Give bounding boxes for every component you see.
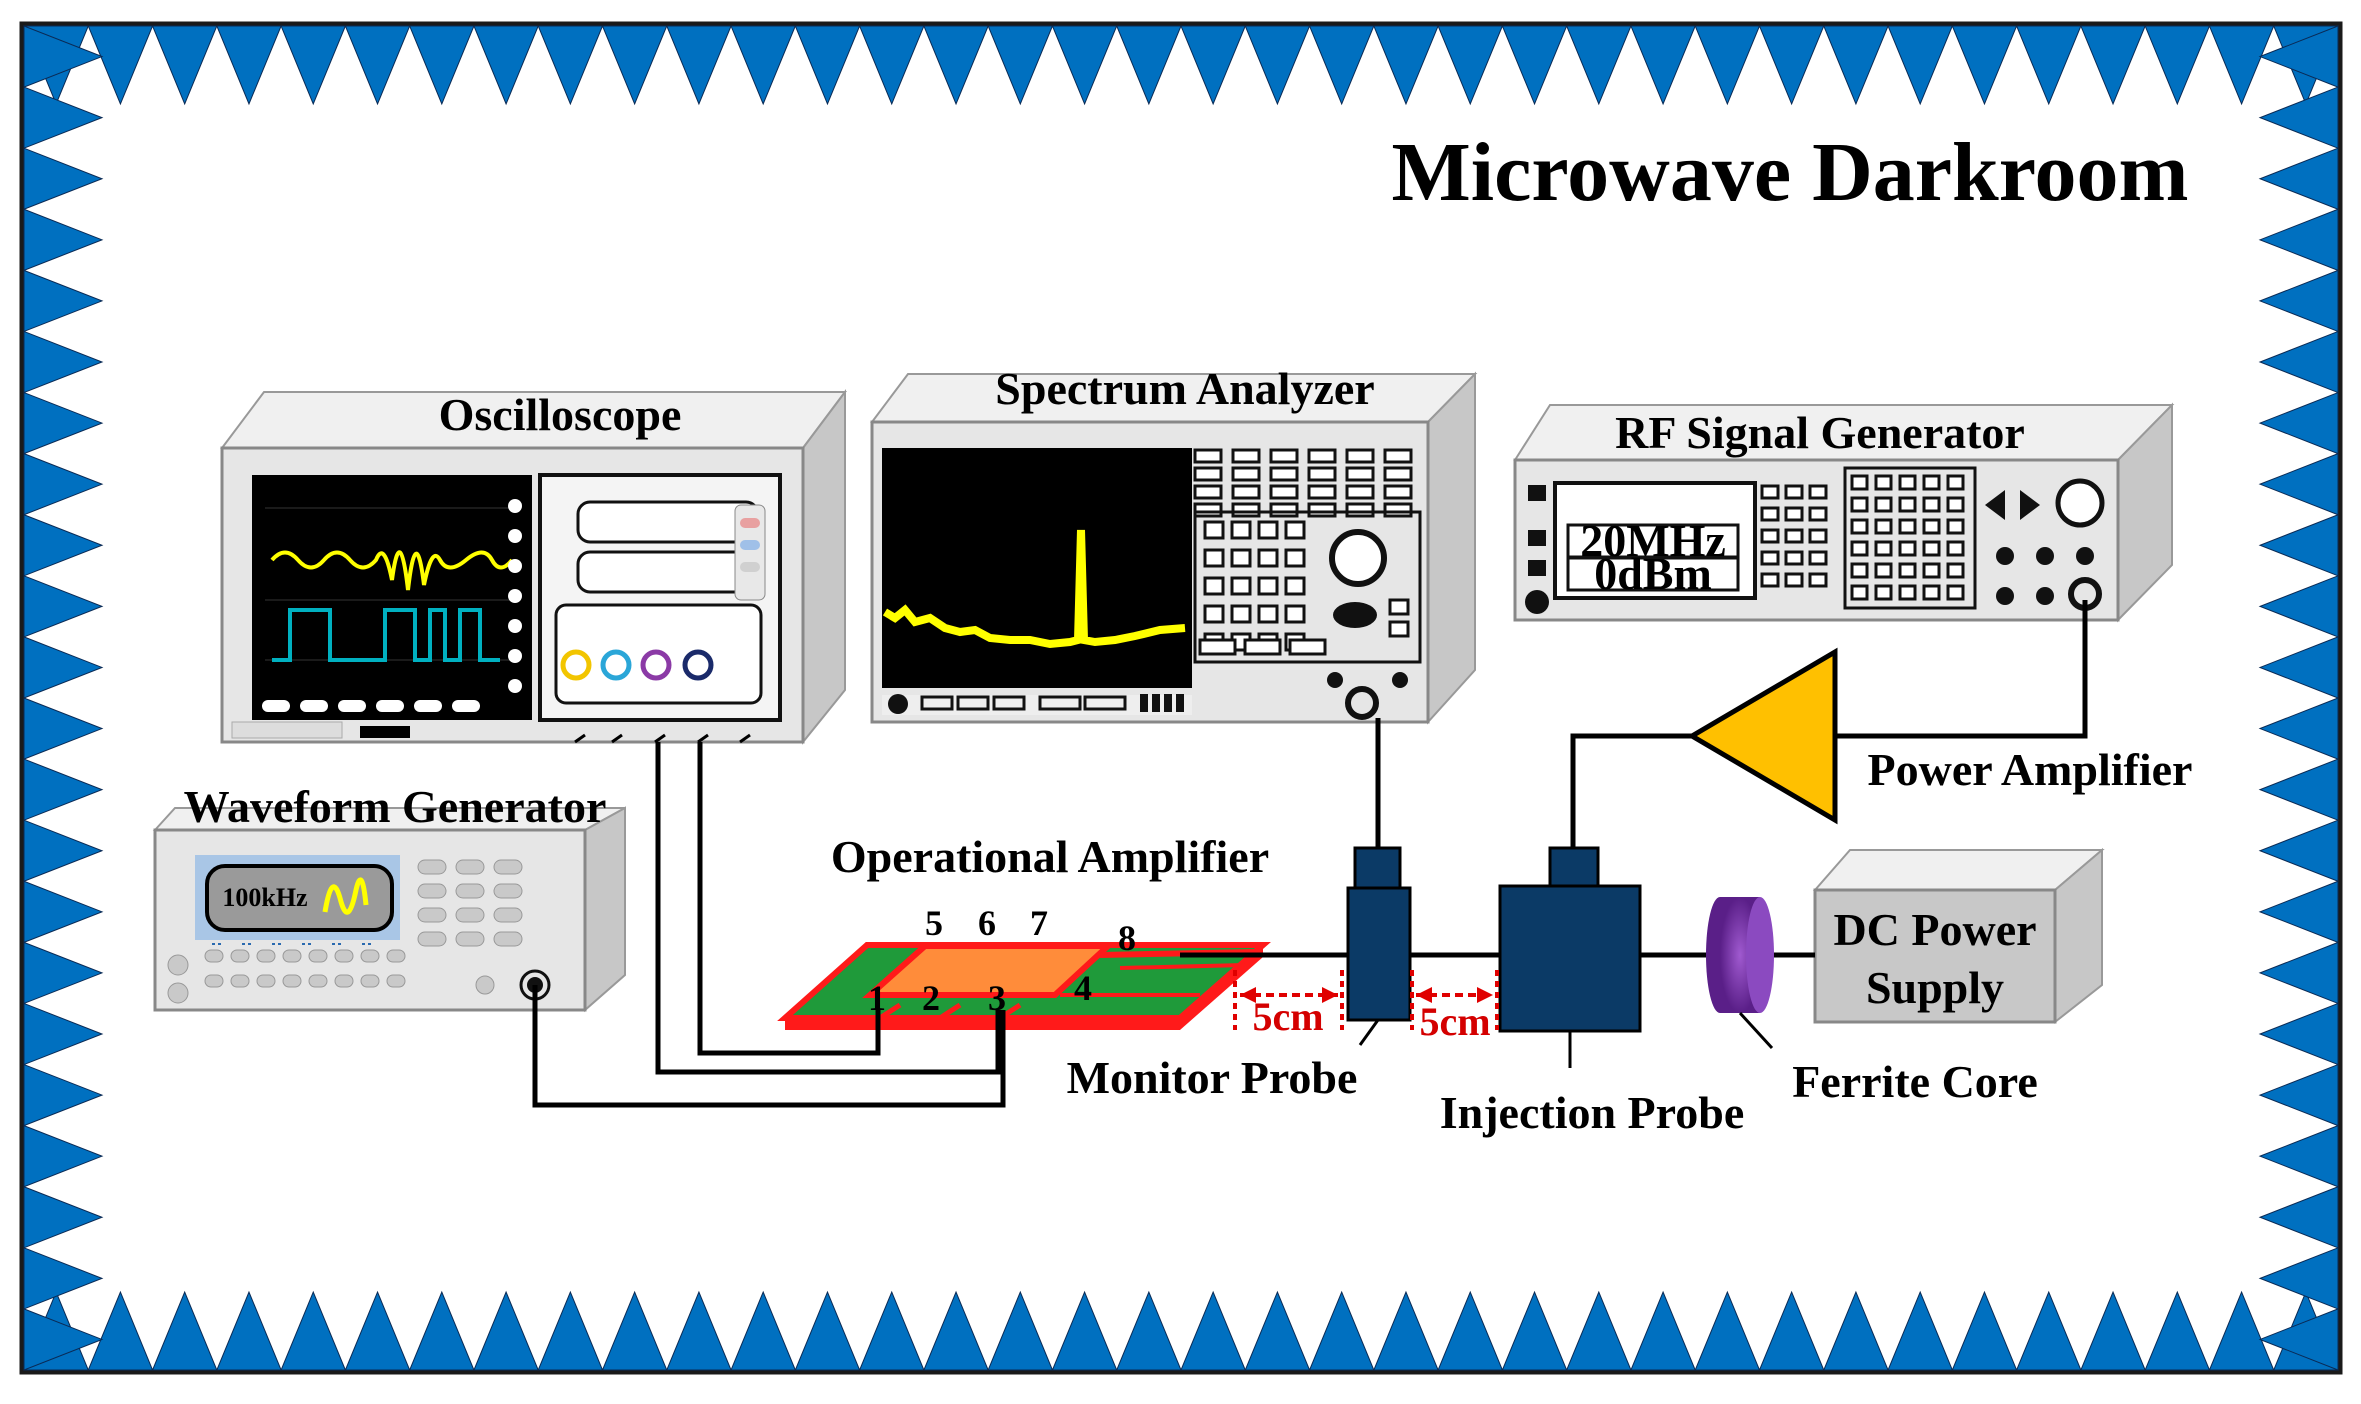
waveform-frequency-readout: 100kHz bbox=[222, 883, 307, 912]
distance-monitor-to-injection: 5cm bbox=[1419, 999, 1490, 1044]
waveform-keypad bbox=[167, 859, 523, 1004]
absorber-border bbox=[23, 25, 2339, 1371]
spectrum-analyzer-label: Spectrum Analyzer bbox=[995, 363, 1374, 414]
rf-signal-generator: 20MHz 0dBm bbox=[1513, 402, 2175, 623]
pin-2: 2 bbox=[922, 978, 940, 1018]
distance-markers bbox=[1233, 970, 1499, 1030]
pin-8: 8 bbox=[1118, 918, 1136, 958]
monitor-probe-label: Monitor Probe bbox=[1067, 1052, 1358, 1103]
waveform-generator-label: Waveform Generator bbox=[184, 781, 607, 832]
waveform-generator: 100kHz bbox=[152, 806, 626, 1013]
rf-power-readout: 0dBm bbox=[1594, 548, 1712, 599]
opamp-chip bbox=[862, 943, 1116, 998]
oscilloscope-label: Oscilloscope bbox=[439, 389, 682, 440]
spectrum-analyzer bbox=[870, 371, 1478, 725]
cables bbox=[532, 600, 2088, 1108]
ferrite-core-label: Ferrite Core bbox=[1792, 1056, 2038, 1107]
rf-keypad bbox=[1760, 466, 1977, 610]
rf-frequency-readout: 20MHz bbox=[1580, 515, 1726, 566]
injection-probe bbox=[1498, 846, 1642, 1033]
dc-power-supply-label-line2: Supply bbox=[1866, 962, 2004, 1013]
power-amplifier-label: Power Amplifier bbox=[1868, 744, 2193, 795]
pin-4: 4 bbox=[1074, 968, 1092, 1008]
pin-6: 6 bbox=[978, 903, 996, 943]
spectrum-keypad bbox=[1193, 448, 1422, 664]
spectrum-trace bbox=[882, 529, 1186, 649]
pin-5: 5 bbox=[925, 903, 943, 943]
opamp-pcb bbox=[777, 942, 1271, 1030]
scope-trace-cyan bbox=[272, 608, 500, 662]
operational-amplifier-label: Operational Amplifier bbox=[831, 831, 1269, 882]
oscilloscope bbox=[220, 389, 847, 745]
dc-power-supply bbox=[1812, 847, 2105, 1025]
waveform-sine-icon bbox=[322, 877, 369, 915]
scope-input-jacks bbox=[574, 733, 751, 744]
scope-softkeys bbox=[262, 499, 522, 712]
monitor-probe bbox=[1346, 846, 1412, 1022]
pin-3: 3 bbox=[988, 978, 1006, 1018]
rf-signal-generator-label: RF Signal Generator bbox=[1615, 407, 2025, 458]
pin-1: 1 bbox=[868, 978, 886, 1018]
injection-probe-label: Injection Probe bbox=[1440, 1087, 1745, 1138]
chamber-title: Microwave Darkroom bbox=[1391, 126, 2188, 219]
dc-power-supply-label-line1: DC Power bbox=[1833, 904, 2036, 955]
pin-7: 7 bbox=[1030, 903, 1048, 943]
scope-trace-yellow bbox=[270, 550, 514, 591]
distance-opamp-to-monitor: 5cm bbox=[1252, 994, 1323, 1039]
ferrite-core bbox=[1706, 897, 1774, 1013]
